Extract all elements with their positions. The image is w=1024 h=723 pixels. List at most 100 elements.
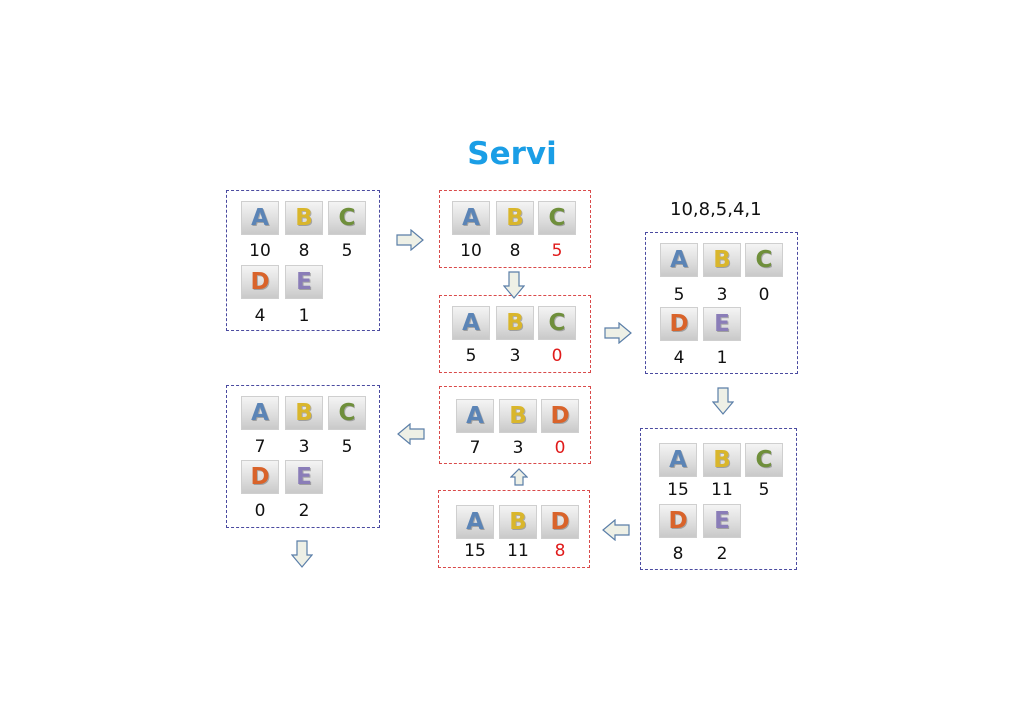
tile-value: 3 <box>716 285 728 305</box>
letter-tile-e: E <box>703 504 741 538</box>
tile-value: 7 <box>254 437 266 457</box>
tile-value: 8 <box>509 241 521 261</box>
tile-value: 5 <box>341 241 353 261</box>
arrow-left-icon <box>397 423 425 445</box>
letter-tile-b: B <box>285 396 323 430</box>
letter-tile-b: B <box>499 399 537 433</box>
tile-value: 8 <box>298 241 310 261</box>
letter-tile-c: C <box>328 396 366 430</box>
state-box-q1: A 10 B 8 C 5 <box>439 190 591 268</box>
tile-letter: A <box>670 246 688 273</box>
tile-value: 1 <box>298 306 310 326</box>
tile-letter: A <box>466 508 484 535</box>
tile-value: 2 <box>298 501 310 521</box>
arrow-down-icon <box>503 271 525 299</box>
tile-letter: C <box>755 246 773 273</box>
letter-tile-d: D <box>660 307 698 341</box>
letter-tile-d: D <box>541 399 579 433</box>
tile-value: 8 <box>672 544 684 564</box>
tile-value: 2 <box>716 544 728 564</box>
letter-tile-a: A <box>241 396 279 430</box>
letter-tile-d: D <box>541 505 579 539</box>
tile-letter: B <box>295 204 313 231</box>
letter-tile-a: A <box>456 399 494 433</box>
tile-letter: A <box>462 204 480 231</box>
tile-value: 11 <box>507 541 529 561</box>
letter-tile-a: A <box>659 443 697 477</box>
tile-letter: D <box>250 463 270 490</box>
tile-letter: E <box>714 507 730 534</box>
tile-value: 3 <box>298 437 310 457</box>
tile-letter: C <box>548 204 566 231</box>
tile-value: 0 <box>551 346 563 366</box>
letter-tile-a: A <box>452 201 490 235</box>
tile-letter: B <box>509 402 527 429</box>
letter-tile-c: C <box>745 243 783 277</box>
tile-letter: A <box>251 399 269 426</box>
tile-letter: A <box>251 204 269 231</box>
sequence-label: 10,8,5,4,1 <box>670 199 762 220</box>
tile-value: 8 <box>554 541 566 561</box>
tile-letter: A <box>669 446 687 473</box>
tile-value: 4 <box>673 348 685 368</box>
tile-value: 1 <box>716 348 728 368</box>
tile-value: 5 <box>465 346 477 366</box>
tile-letter: B <box>506 309 524 336</box>
arrow-down-icon <box>291 540 313 568</box>
tile-value: 5 <box>341 437 353 457</box>
tile-value: 3 <box>512 438 524 458</box>
tile-letter: D <box>250 268 270 295</box>
tile-value: 0 <box>254 501 266 521</box>
tile-value: 5 <box>673 285 685 305</box>
letter-tile-a: A <box>456 505 494 539</box>
tile-letter: B <box>295 399 313 426</box>
tile-letter: B <box>506 204 524 231</box>
arrow-left-icon <box>602 519 630 541</box>
tile-letter: D <box>669 310 689 337</box>
letter-tile-c: C <box>745 443 783 477</box>
letter-tile-b: B <box>499 505 537 539</box>
letter-tile-b: B <box>496 306 534 340</box>
tile-value: 7 <box>469 438 481 458</box>
state-box-q3: A 15 B 11 D 8 <box>438 490 590 568</box>
arrow-right-icon <box>396 229 424 251</box>
arrow-down-icon <box>712 387 734 415</box>
letter-tile-b: B <box>703 243 741 277</box>
tile-value: 10 <box>460 241 482 261</box>
tile-value: 4 <box>254 306 266 326</box>
tile-letter: C <box>548 309 566 336</box>
tile-value: 0 <box>554 438 566 458</box>
tile-value: 5 <box>551 241 563 261</box>
tile-letter: E <box>296 268 312 295</box>
letter-tile-e: E <box>285 460 323 494</box>
tile-value: 15 <box>667 480 689 500</box>
state-box-q4: A 7 B 3 D 0 <box>439 386 591 464</box>
arrow-right-icon <box>604 322 632 344</box>
letter-tile-c: C <box>538 306 576 340</box>
tile-letter: B <box>509 508 527 535</box>
tile-letter: C <box>338 399 356 426</box>
tile-letter: D <box>668 507 688 534</box>
tile-letter: C <box>338 204 356 231</box>
letter-tile-e: E <box>703 307 741 341</box>
tile-letter: C <box>755 446 773 473</box>
tile-letter: B <box>713 446 731 473</box>
letter-tile-a: A <box>660 243 698 277</box>
tile-value: 15 <box>464 541 486 561</box>
tile-value: 10 <box>249 241 271 261</box>
letter-tile-c: C <box>538 201 576 235</box>
letter-tile-d: D <box>241 265 279 299</box>
arrow-up-icon <box>510 468 528 486</box>
tile-value: 3 <box>509 346 521 366</box>
diagram-title: Servi <box>467 136 557 172</box>
letter-tile-c: C <box>328 201 366 235</box>
letter-tile-d: D <box>659 504 697 538</box>
tile-letter: E <box>714 310 730 337</box>
tile-letter: D <box>550 402 570 429</box>
tile-letter: E <box>296 463 312 490</box>
tile-letter: D <box>550 508 570 535</box>
